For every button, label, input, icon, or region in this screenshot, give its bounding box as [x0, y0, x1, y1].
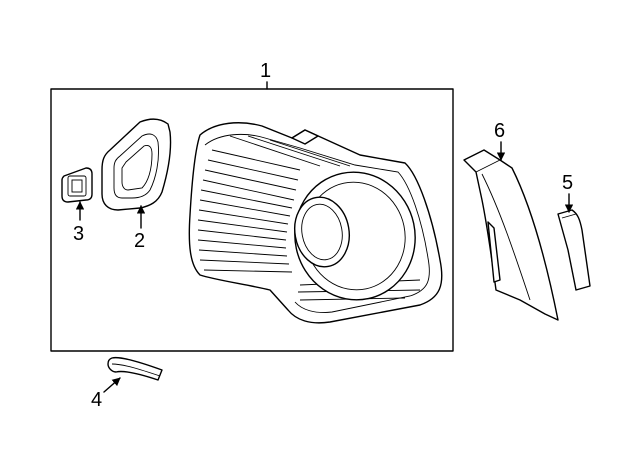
gasket — [101, 118, 172, 211]
callout-2: 2 — [134, 230, 145, 252]
grommet — [61, 167, 93, 203]
callout-5: 5 — [562, 172, 573, 194]
trim-panel — [463, 149, 559, 321]
bulb-socket — [294, 196, 350, 268]
callout-1: 1 — [260, 60, 271, 82]
lens-ribs — [197, 135, 421, 301]
assembly-frame — [50, 88, 454, 352]
callout-4-leader — [103, 377, 121, 393]
callout-4: 4 — [91, 389, 102, 411]
tail-lamp-housing — [188, 122, 443, 324]
callout-3: 3 — [73, 223, 84, 245]
seal-strip — [107, 356, 163, 381]
mounting-tab — [291, 129, 319, 145]
callout-6: 6 — [494, 120, 505, 142]
reflector-strip — [557, 209, 591, 291]
